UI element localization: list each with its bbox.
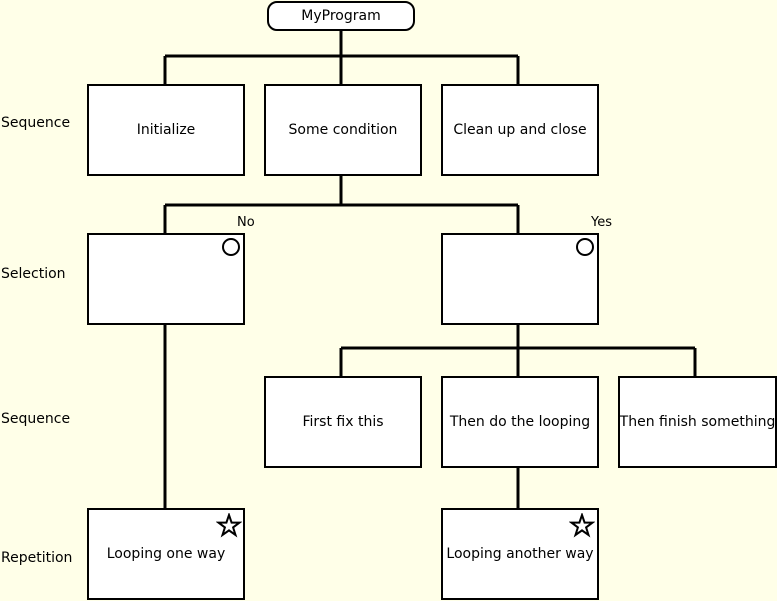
clean-up-box: Clean up and close [441, 84, 599, 176]
initialize-label: Initialize [136, 122, 196, 138]
initialize-box: Initialize [87, 84, 245, 176]
connector-condition-to-selection [163, 175, 520, 235]
some-condition-box: Some condition [264, 84, 422, 176]
row-label-selection: Selection [1, 266, 66, 282]
star-icon [569, 513, 595, 538]
loop-another-way-label: Looping another way [446, 546, 594, 562]
first-fix-box: First fix this [264, 376, 422, 468]
row-label-repetition: Repetition [1, 550, 73, 566]
star-icon [216, 513, 242, 538]
some-condition-label: Some condition [288, 122, 398, 138]
circle-icon [222, 238, 240, 256]
selection-no-box [87, 233, 245, 325]
connector-yes-to-row3 [339, 324, 697, 378]
loop-one-way-label: Looping one way [106, 546, 226, 562]
clean-up-label: Clean up and close [453, 122, 587, 138]
selection-yes-box [441, 233, 599, 325]
do-looping-box: Then do the looping [441, 376, 599, 468]
row-label-sequence-1: Sequence [1, 115, 71, 131]
row-label-sequence-2: Sequence [1, 411, 71, 427]
do-looping-label: Then do the looping [449, 414, 591, 430]
program-title-box: MyProgram [267, 1, 415, 31]
circle-icon [576, 238, 594, 256]
branch-label-yes: Yes [591, 215, 612, 230]
branch-label-no: No [237, 215, 255, 230]
finish-something-box: Then finish something [618, 376, 777, 468]
finish-something-label: Then finish something [619, 414, 776, 430]
first-fix-label: First fix this [302, 414, 384, 430]
program-title: MyProgram [301, 8, 381, 24]
connector-title-to-row1 [163, 31, 520, 86]
